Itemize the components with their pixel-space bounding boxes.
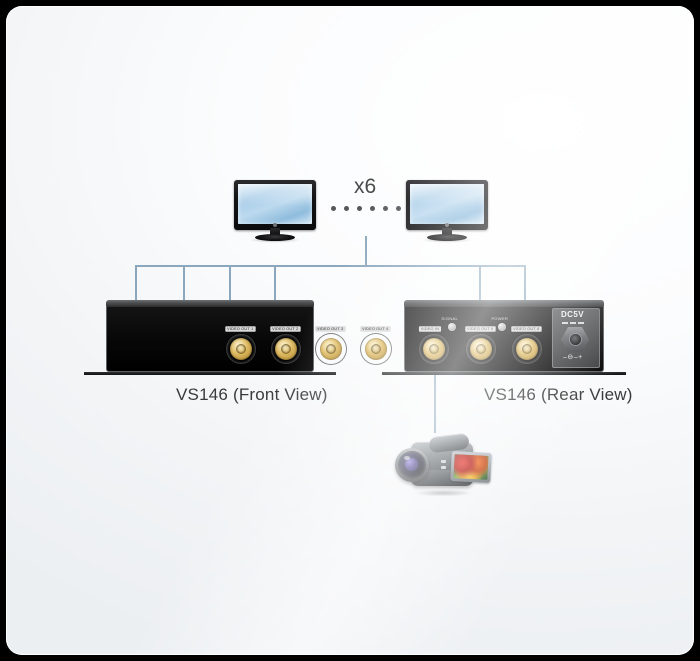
camcorder [389,430,495,504]
display-left-bezel [234,180,316,230]
camcorder-lcd-screen [450,450,492,484]
wire-drop-1 [135,265,137,300]
front-port-1-label: VIDEO OUT 1 [225,326,256,332]
camcorder-shadow [401,488,485,498]
dc-power-section: DC5V –⊖–+ [552,308,598,366]
dc-power-label: DC5V [561,310,584,319]
wire-camera-input [434,373,436,433]
camcorder-button-b [441,466,446,469]
vs146-rear-unit: SIGNAL POWER VIDEO IN VIDEO OUT 5 VIDEO … [382,300,626,375]
front-port-2-label: VIDEO OUT 2 [270,326,301,332]
wire-drop-4 [274,265,276,300]
signal-indicator-label: SIGNAL [441,316,459,321]
signal-led [448,323,456,331]
front-port-1-bnc[interactable] [226,334,256,364]
display-right-bezel [406,180,488,230]
rear-unit-rail [382,372,626,375]
rear-unit-top-edge [404,300,604,307]
display-right [406,180,488,244]
camcorder-lens [399,452,425,478]
power-led [498,323,506,331]
rear-port-6-label: VIDEO OUT 6 [511,326,542,332]
rear-port-5-label: VIDEO OUT 5 [465,326,496,332]
wire-display-trunk [365,236,367,266]
wire-drop-6 [524,265,526,300]
wire-drop-2 [183,265,185,300]
wire-drop-3 [229,265,231,300]
front-unit-caption: VS146 (Front View) [176,385,328,404]
display-right-power-dot [445,223,449,227]
dc-vent-bars [562,322,584,324]
diagram-card: x6 VIDEO OUT 1 VIDEO OUT 2 VIDEO OUT 3 [6,6,694,655]
rear-unit-caption: VS146 (Rear View) [484,385,633,404]
multiplier-label: x6 [354,175,377,198]
display-left [234,180,316,244]
rear-port-5-bnc[interactable] [466,334,496,364]
repeat-ellipsis [331,206,401,211]
camcorder-button-a [441,460,446,463]
rear-port-video-in-label: VIDEO IN [418,326,442,332]
front-port-4-label: VIDEO OUT 4 [360,326,391,332]
front-unit-rail [84,372,336,375]
front-unit-top-edge [106,300,314,307]
display-left-base [255,234,295,241]
power-indicator-label: POWER [491,316,509,321]
display-left-neck [270,228,280,235]
front-port-3-bnc[interactable] [316,334,346,364]
dc-polarity-label: –⊖–+ [563,354,583,361]
display-right-neck [442,228,452,235]
display-left-glare [238,184,312,206]
front-port-4-bnc[interactable] [361,334,391,364]
display-right-glare [410,184,484,206]
wire-bus [135,265,526,267]
display-right-base [427,234,467,241]
dc-power-jack[interactable] [561,327,589,352]
front-port-3-label: VIDEO OUT 3 [315,326,346,332]
wire-drop-5 [479,265,481,300]
vs146-front-unit: VIDEO OUT 1 VIDEO OUT 2 VIDEO OUT 3 VIDE… [84,300,391,375]
rear-port-video-in-bnc[interactable] [419,334,449,364]
front-port-2-bnc[interactable] [271,334,301,364]
rear-port-6-bnc[interactable] [512,334,542,364]
display-left-power-dot [273,223,277,227]
